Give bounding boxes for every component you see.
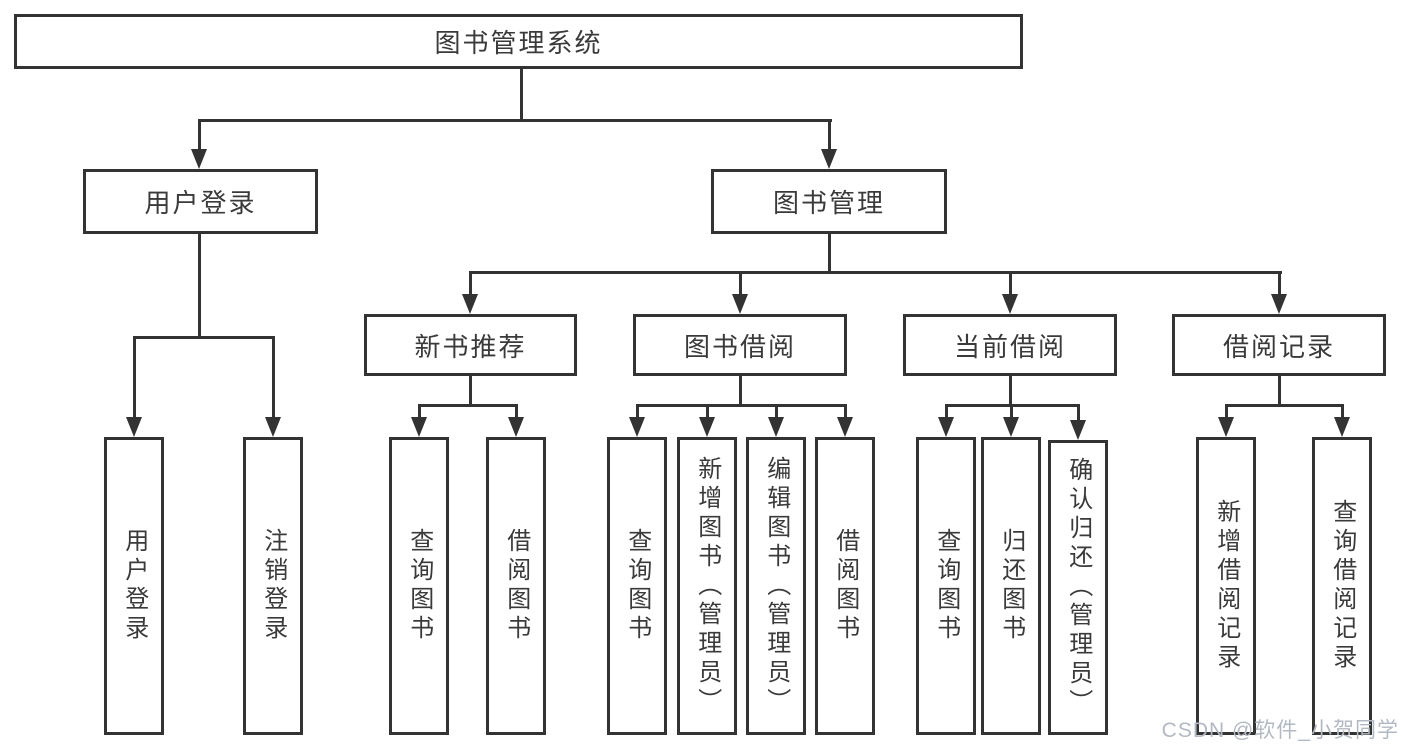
edge-book-borrowing-rail xyxy=(636,404,847,407)
leaf-recommend-query-book: 查询图书 xyxy=(389,437,449,735)
arrow-down-icon xyxy=(1271,294,1287,314)
edge-book-management-stem xyxy=(828,234,831,274)
arrow-down-icon xyxy=(821,149,837,169)
leaf-borrowing-borrow-book-label: 借阅图书 xyxy=(831,528,859,644)
node-book-borrowing-label: 图书借阅 xyxy=(683,331,796,362)
leaf-user-login-label: 用户登录 xyxy=(120,528,148,644)
leaf-edit-book-admin: 编辑图书（管理员） xyxy=(746,437,806,735)
edge-leaf-drop xyxy=(636,404,639,419)
node-current-borrowing: 当前借阅 xyxy=(903,314,1117,376)
leaf-borrowing-query-book-label: 查询图书 xyxy=(623,528,651,644)
leaf-borrowing-borrow-book: 借阅图书 xyxy=(815,437,875,735)
edge-borrowing-records-stem xyxy=(1278,376,1281,407)
arrow-down-icon xyxy=(629,417,645,437)
arrow-down-icon xyxy=(265,417,281,437)
leaf-recommend-query-book-label: 查询图书 xyxy=(405,528,433,644)
leaf-return-book: 归还图书 xyxy=(981,437,1041,735)
edge-level3-rail xyxy=(469,271,1282,274)
arrow-down-icon xyxy=(1003,417,1019,437)
edge-current-borrowing-drop xyxy=(1009,271,1012,295)
edge-borrowing-records-drop xyxy=(1278,271,1281,295)
leaf-recommend-borrow-book-label: 借阅图书 xyxy=(502,528,530,644)
node-book-management: 图书管理 xyxy=(711,169,947,234)
edge-leaf-drop xyxy=(706,404,709,419)
arrow-down-icon xyxy=(938,417,954,437)
edge-logout-drop xyxy=(272,336,275,419)
edge-leaf-drop xyxy=(1010,404,1013,419)
csdn-watermark: CSDN @软件_小贺同学 xyxy=(1161,719,1399,742)
edge-leaf-drop xyxy=(775,404,778,419)
arrow-down-icon xyxy=(768,417,784,437)
leaf-confirm-return-admin: 确认归还（管理员） xyxy=(1048,440,1108,735)
leaf-add-book-admin-label: 新增图书（管理员） xyxy=(693,455,721,717)
node-book-borrowing: 图书借阅 xyxy=(633,314,847,376)
arrow-down-icon xyxy=(508,417,524,437)
node-new-book-recommend-label: 新书推荐 xyxy=(414,331,527,362)
edge-book-borrowing-drop xyxy=(739,271,742,295)
edge-book-borrowing-stem xyxy=(739,376,742,407)
edge-user-login-stem xyxy=(198,234,201,339)
edge-user-login-drop xyxy=(198,119,201,151)
edge-current-borrowing-stem xyxy=(1009,376,1012,407)
node-book-management-label: 图书管理 xyxy=(772,188,885,218)
leaf-user-login: 用户登录 xyxy=(104,437,164,735)
node-borrowing-records-label: 借阅记录 xyxy=(1222,331,1335,362)
node-new-book-recommend: 新书推荐 xyxy=(364,314,577,376)
leaf-add-borrow-record-label: 新增借阅记录 xyxy=(1212,499,1240,673)
edge-book-management-drop xyxy=(828,119,831,151)
edge-new-book-recommend-rail xyxy=(418,404,518,407)
arrow-down-icon xyxy=(191,149,207,169)
arrow-down-icon xyxy=(1070,420,1086,440)
edge-new-book-recommend-stem xyxy=(469,376,472,407)
edge-leaf-drop xyxy=(1077,404,1080,422)
arrow-down-icon xyxy=(462,294,478,314)
arrow-down-icon xyxy=(837,417,853,437)
leaf-borrowing-query-book: 查询图书 xyxy=(607,437,667,735)
node-borrowing-records: 借阅记录 xyxy=(1172,314,1386,376)
leaf-current-query-book: 查询图书 xyxy=(916,437,976,735)
arrow-down-icon xyxy=(411,417,427,437)
edge-leaf-drop xyxy=(945,404,948,419)
node-root-label: 图书管理系统 xyxy=(434,28,603,58)
leaf-recommend-borrow-book: 借阅图书 xyxy=(486,437,546,735)
node-root: 图书管理系统 xyxy=(14,14,1023,69)
leaf-current-query-book-label: 查询图书 xyxy=(932,528,960,644)
edge-leaf-drop xyxy=(1225,404,1228,419)
leaf-logout-label: 注销登录 xyxy=(259,528,287,644)
arrow-down-icon xyxy=(732,294,748,314)
leaf-add-borrow-record: 新增借阅记录 xyxy=(1196,437,1256,735)
leaf-return-book-label: 归还图书 xyxy=(997,528,1025,644)
edge-leaf-drop xyxy=(515,404,518,419)
edge-leaf-drop xyxy=(844,404,847,419)
arrow-down-icon xyxy=(1334,417,1350,437)
edge-login-drop xyxy=(133,336,136,419)
edge-new-book-recommend-drop xyxy=(469,271,472,295)
edge-leaf-drop xyxy=(418,404,421,419)
edge-root-stem xyxy=(520,68,523,122)
leaf-query-borrow-record: 查询借阅记录 xyxy=(1312,437,1372,735)
edge-user-login-rail xyxy=(133,336,275,339)
node-user-login-label: 用户登录 xyxy=(144,188,257,218)
leaf-add-book-admin: 新增图书（管理员） xyxy=(677,437,737,735)
edge-borrowing-records-rail xyxy=(1225,404,1344,407)
arrow-down-icon xyxy=(1002,294,1018,314)
arrow-down-icon xyxy=(1218,417,1234,437)
node-user-login: 用户登录 xyxy=(83,169,318,234)
arrow-down-icon xyxy=(699,417,715,437)
node-current-borrowing-label: 当前借阅 xyxy=(953,331,1066,362)
edge-leaf-drop xyxy=(1341,404,1344,419)
leaf-edit-book-admin-label: 编辑图书（管理员） xyxy=(762,455,790,717)
leaf-confirm-return-admin-label: 确认归还（管理员） xyxy=(1064,457,1092,718)
edge-level2-rail xyxy=(198,119,832,122)
leaf-query-borrow-record-label: 查询借阅记录 xyxy=(1328,499,1356,673)
arrow-down-icon xyxy=(126,417,142,437)
leaf-logout: 注销登录 xyxy=(243,437,303,735)
